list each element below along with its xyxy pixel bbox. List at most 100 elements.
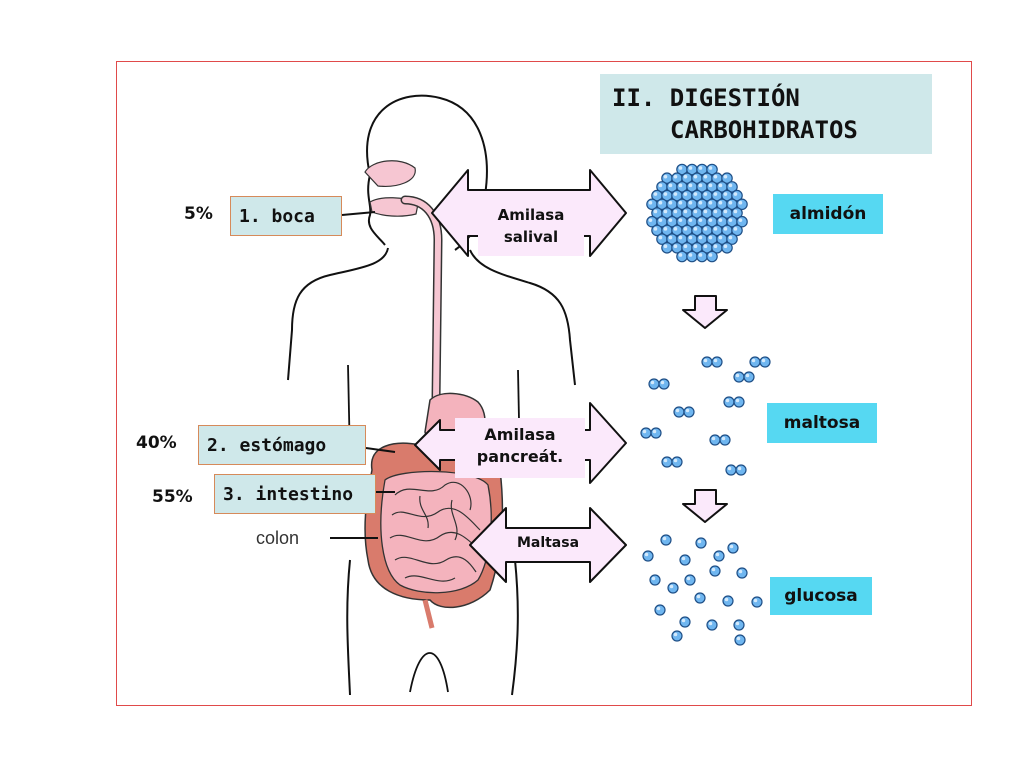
- maltose-bead: [733, 371, 745, 383]
- glucose-bead-highlight: [669, 584, 674, 589]
- starch-bead-highlight: [663, 244, 668, 249]
- glucose-bead: [694, 592, 706, 604]
- starch-bead-highlight: [718, 183, 723, 188]
- maltose-bead: [671, 456, 683, 468]
- maltose-bead-highlight: [663, 458, 668, 463]
- starch-bead-highlight: [688, 218, 693, 222]
- maltose-molecules: [640, 356, 771, 476]
- right-shoulder: [469, 249, 576, 386]
- maltose-bead: [658, 378, 670, 390]
- starch-bead-highlight: [663, 227, 668, 231]
- starch-bead-highlight: [678, 183, 683, 188]
- starch-bead-highlight: [668, 200, 673, 205]
- starch-bead: [721, 242, 733, 254]
- glucose-bead: [722, 595, 734, 607]
- maltose-bead: [723, 396, 735, 408]
- organ-label-intestino: 3. intestino: [214, 474, 376, 514]
- starch-bead-highlight: [693, 192, 698, 196]
- starch-bead-highlight: [673, 244, 678, 249]
- starch-bead-highlight: [733, 227, 738, 231]
- maltose-bead-highlight: [713, 358, 718, 363]
- glucose-bead-highlight: [681, 556, 686, 561]
- maltose-bead-highlight: [685, 408, 690, 413]
- glucose-bead-highlight: [729, 544, 734, 549]
- starch-bead-highlight: [673, 209, 678, 214]
- maltose-bead-highlight: [751, 358, 756, 363]
- glucose-molecules: [642, 534, 763, 646]
- glucose-bead: [733, 619, 745, 631]
- starch-bead-highlight: [693, 174, 698, 179]
- starch-bead-highlight: [738, 218, 743, 222]
- starch-bead: [676, 250, 688, 263]
- starch-bead-highlight: [668, 218, 673, 222]
- glucose-bead-highlight: [662, 536, 667, 541]
- glucose-bead: [642, 550, 654, 562]
- glucose-bead: [736, 567, 748, 579]
- enzyme-amilasa-pancreatica-line1: Amilasa: [484, 425, 556, 444]
- glucose-bead-highlight: [738, 569, 743, 574]
- starch-bead-highlight: [678, 218, 683, 222]
- enzyme-amilasa-salival-line2: salival: [503, 228, 559, 246]
- starch-bead-highlight: [673, 192, 678, 196]
- glucose-bead: [706, 619, 718, 631]
- maltose-bead-highlight: [727, 466, 732, 471]
- starch-bead-highlight: [708, 218, 713, 222]
- maltose-bead: [709, 434, 721, 446]
- boca-percent: 5%: [184, 204, 213, 224]
- colon-label: colon: [256, 528, 300, 548]
- starch-bead-highlight: [688, 253, 693, 257]
- starch-bead-highlight: [663, 209, 668, 214]
- glucose-bead-highlight: [711, 567, 716, 572]
- glucose-bead: [684, 574, 696, 586]
- intestino-percent: 55%: [152, 487, 193, 507]
- boca-leader-line: [341, 211, 376, 216]
- nasal-cavity: [364, 160, 416, 187]
- starch-bead-highlight: [678, 166, 683, 170]
- starch-bead-highlight: [678, 200, 683, 205]
- starch-bead-highlight: [728, 183, 733, 188]
- glucose-bead-highlight: [651, 576, 656, 581]
- enzyme-amilasa-pancreatica-line2: pancreát.: [476, 447, 564, 466]
- starch-bead-highlight: [688, 183, 693, 188]
- maltose-bead-highlight: [660, 380, 665, 385]
- starch-bead-highlight: [703, 209, 708, 214]
- glucose-bead-highlight: [753, 598, 758, 603]
- glucose-bead-highlight: [656, 606, 661, 611]
- maltose-bead-highlight: [703, 358, 708, 363]
- starch-bead-highlight: [683, 192, 688, 196]
- glucose-bead: [734, 634, 746, 646]
- face-outline: [367, 174, 386, 246]
- glucose-bead: [671, 630, 683, 642]
- glucose-bead-highlight: [673, 632, 678, 637]
- starch-bead-highlight: [688, 166, 693, 170]
- glucose-bead: [727, 542, 739, 554]
- maltose-bead-highlight: [650, 380, 655, 385]
- maltose-bead: [759, 356, 771, 368]
- starch-bead-highlight: [698, 183, 703, 188]
- starch-bead-highlight: [698, 235, 703, 240]
- starch-bead-highlight: [668, 235, 673, 240]
- product-almidon: almidón: [773, 194, 883, 234]
- starch-bead-highlight: [658, 218, 663, 222]
- glucose-bead: [713, 550, 725, 562]
- starch-bead-highlight: [673, 174, 678, 179]
- glucose-bead-highlight: [696, 594, 701, 599]
- starch-bead-highlight: [678, 253, 683, 257]
- maltose-bead: [661, 456, 673, 468]
- maltose-bead-highlight: [711, 436, 716, 441]
- maltose-bead: [711, 356, 723, 368]
- glucose-bead: [667, 582, 679, 594]
- starch-bead-highlight: [708, 200, 713, 205]
- starch-bead-highlight: [668, 183, 673, 188]
- maltose-bead: [733, 396, 745, 408]
- glucose-bead-highlight: [724, 597, 729, 602]
- starch-bead-highlight: [683, 209, 688, 214]
- maltose-bead: [640, 427, 652, 439]
- starch-bead-highlight: [718, 235, 723, 240]
- glucose-bead-highlight: [697, 539, 702, 544]
- starch-bead-highlight: [653, 209, 658, 214]
- starch-bead-highlight: [698, 200, 703, 205]
- starch-bead-highlight: [653, 227, 658, 231]
- title-box: [600, 74, 932, 154]
- starch-bead-highlight: [723, 209, 728, 214]
